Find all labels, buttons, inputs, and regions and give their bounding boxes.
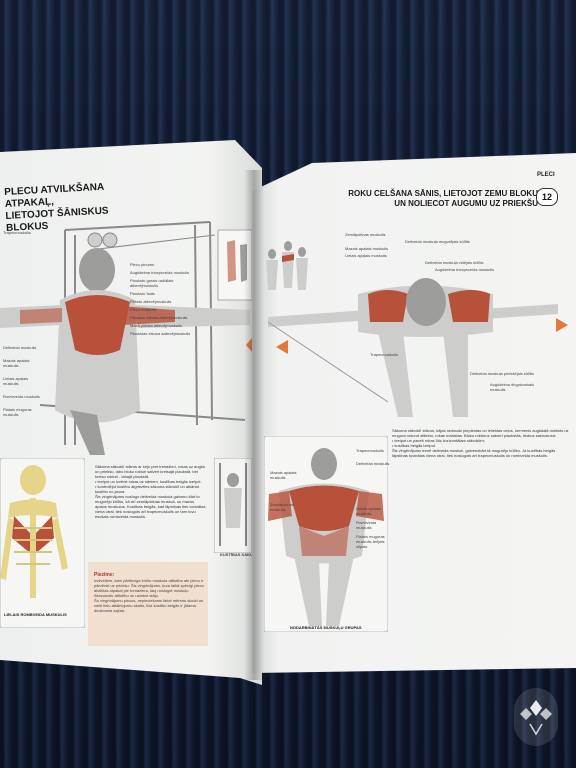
label-zemlapstinas-fig: Zemlāpstiņas muskulis — [270, 502, 294, 512]
muscle-labels-left: Mazais apaļais muskulis Zemlāpstiņas mus… — [270, 470, 310, 512]
right-body-text: Sākuma stāvoklī stāvus, kājas nedaudz pi… — [392, 428, 569, 458]
top-label-group: Zemlāpstiņas muskulis Deltveida muskuļa … — [345, 232, 495, 272]
center-label-column: Plecu pinums Augšdelma tricepsveida musk… — [130, 262, 192, 336]
right-page-title: ROKU CELŠANA SĀNIS, LIETOJOT ZEMU BLOKU … — [348, 189, 538, 208]
label-saliecejmuskulis: Plaukstas elkoņa saliecējmuskulis — [130, 331, 191, 336]
start-position-thumbnail — [214, 458, 252, 553]
label-mazais-apalais-right: Mazais apaļais muskulis — [345, 246, 389, 251]
label-radialais: Plaukstu garais radiālais atliecējmuskul… — [130, 278, 174, 288]
label-lielais-apalais-right: Lielais apaļais muskulis — [345, 253, 387, 258]
left-body-text: Sākuma stāvoklī stāvus ar seju pret tren… — [95, 464, 206, 519]
label-maza-pirksta: Mazā pirksta atliecējmuskulis — [130, 323, 182, 328]
left-page-illustration — [0, 221, 252, 455]
label-elkona: Plaukstu elkoņa atliecējmuskulis — [130, 315, 188, 320]
label-zemlapstinas: Zemlāpstiņas muskulis — [345, 232, 386, 237]
label-platais-muguras: Platais muguras muskulis — [3, 407, 32, 417]
label-isais: Plaukstu īsais — [130, 291, 155, 296]
bottom-label-group: Trapecmuskulis Deltveida muskuļa priekšē… — [370, 352, 550, 392]
muscle-groups-illustration — [264, 436, 388, 632]
label-trapecmuskulis-right: Trapecmuskulis — [370, 352, 398, 357]
label-plecu-pinums: Plecu pinums — [130, 262, 155, 267]
label-deltveida: Deltveida muskulis — [3, 345, 37, 350]
mini-figures — [266, 241, 308, 290]
label-tricepsveida: Augšdelma tricepsveida muskulis — [130, 270, 190, 275]
muscle-labels-right: Trapecmuskulis Deltveida muskulis Lielai… — [356, 448, 392, 549]
label-deltveida-videjais: Deltveida muskuļa vidējais kūlītis — [425, 260, 484, 265]
muscle-groups-caption: NODARBINĀTĀS MUSKUĻU GRUPAS — [290, 625, 362, 630]
label-plecu-muskulis: Plecu muskulis — [130, 307, 157, 312]
section-header: PLECI — [537, 172, 555, 178]
label-platais-fig: Platais muguras muskulis ārējais slīpais — [356, 534, 385, 549]
label-trapecmuskulis-fig: Trapecmuskulis — [356, 448, 384, 453]
label-lielais-apalais-fig: Lielais apaļais muskulis — [356, 506, 382, 516]
label-rombveida-fig: Rombveida muskulis — [356, 520, 377, 530]
watermark-logo — [514, 688, 558, 746]
left-label-column: Trapecmuskulis Deltveida muskulis Mazais… — [3, 230, 43, 417]
skeleton-caption: LIELAIS ROMBVEIDA MUSKULIS — [4, 612, 67, 617]
label-trapecmuskulis: Trapecmuskulis — [3, 230, 31, 235]
label-deltveida-prieksejais: Deltveida muskuļa priekšējais kūlītis — [470, 371, 535, 376]
label-pirkstu: Pirkstu atliecējmuskulis — [130, 299, 172, 304]
skeleton-back-illustration — [0, 458, 85, 628]
diamond-logo-icon — [520, 700, 552, 736]
label-deltveida-mugurejais: Deltveida muskuļa mugurējais kūlītis — [405, 239, 470, 244]
right-page-illustration — [266, 241, 568, 417]
label-divgalvainais: Augšdelma divgalvainais muskulis — [490, 382, 535, 392]
book-gutter — [244, 170, 264, 680]
tip-box: Piezīme: Indivīdiem, kam pārtieciga krūš… — [88, 562, 208, 646]
label-mazais-apalais-fig: Mazais apaļais muskulis — [270, 470, 297, 480]
tip-text: Indivīdiem, kam pārtieciga krūšu muskuļa… — [94, 578, 204, 613]
start-position-caption: KUSTĪBAS SĀKUMS — [220, 552, 259, 557]
label-mazais-apalais: Mazais apaļais muskulis — [3, 358, 30, 368]
label-lielais-apalais: Lielais apaļais muskulis — [3, 376, 29, 386]
label-rombveida: Rombveida muskulis — [3, 394, 40, 399]
exercise-number-badge: 12 — [536, 188, 558, 206]
tip-title: Piezīme: — [94, 572, 115, 578]
label-tricepsveida-right: Augšdelma tricepsveida muskulis — [435, 267, 495, 272]
label-deltveida-fig: Deltveida muskulis — [356, 461, 390, 466]
